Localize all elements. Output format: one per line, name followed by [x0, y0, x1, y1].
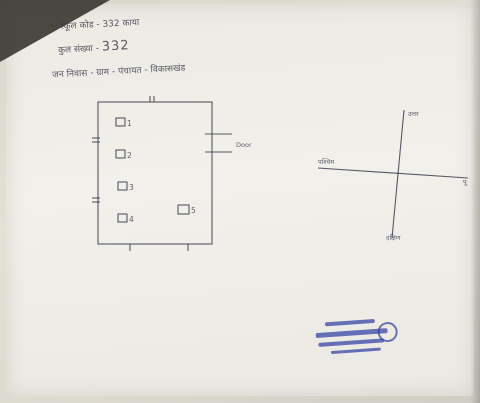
box-4 — [117, 213, 128, 223]
south-label: दक्षिण — [386, 234, 401, 242]
room-outline — [97, 101, 213, 245]
box-4-label: 4 — [129, 215, 134, 224]
box-3-label: 3 — [129, 183, 134, 192]
box-2 — [115, 149, 126, 159]
top-left-shadow — [0, 0, 110, 62]
west-east-axis — [317, 167, 469, 179]
stamp-seal-icon — [376, 321, 399, 343]
east-label: पू — [463, 178, 468, 186]
box-1-label: 1 — [127, 119, 132, 128]
box-2-label: 2 — [127, 151, 132, 160]
stamp-line-1 — [324, 318, 375, 327]
box-5 — [177, 204, 190, 215]
official-stamp — [315, 315, 406, 361]
north-label: उत्तर — [408, 110, 419, 118]
box-5-label: 5 — [191, 206, 196, 215]
stamp-line-3 — [318, 338, 385, 347]
north-south-axis — [391, 109, 405, 239]
paper-edge-shadow — [470, 0, 480, 403]
box-3 — [117, 181, 128, 191]
west-label: पश्चिम — [318, 158, 334, 166]
door-label: Door — [236, 141, 252, 149]
stamp-line-4 — [330, 347, 381, 355]
box-1 — [115, 117, 126, 127]
